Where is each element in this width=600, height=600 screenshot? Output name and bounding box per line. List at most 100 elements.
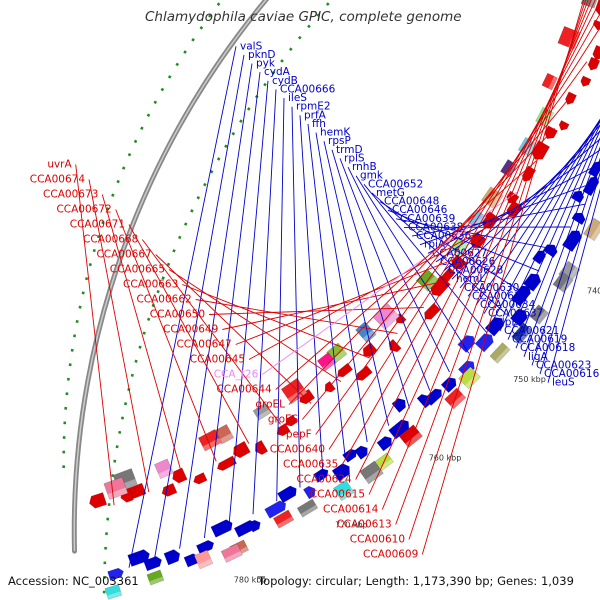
- label-leader-line: [115, 209, 217, 462]
- label-leader-line: [539, 171, 600, 375]
- outer-feature-box: [489, 342, 511, 364]
- gene-label: CCA00613: [336, 519, 391, 531]
- label-leader-line: [288, 128, 556, 405]
- gene-label: CCA00609: [363, 549, 418, 561]
- minus-strand-labels: uvrACCA00674CCA00673CCA00672CCA00671CCA0…: [30, 0, 600, 561]
- outer-feature-box: [272, 509, 295, 529]
- label-leader-line: [248, 222, 496, 360]
- minus-strand-gene: [587, 56, 600, 71]
- label-leader-line: [203, 72, 261, 539]
- gene-label: pyk: [256, 58, 276, 70]
- minus-strand-gene: [216, 455, 237, 471]
- gene-label: CCA00640: [270, 444, 325, 456]
- label-leader-line: [315, 61, 588, 435]
- gene-label: hemK: [320, 127, 351, 139]
- label-leader-line: [101, 194, 184, 478]
- gene-label: CCA00648: [384, 196, 439, 208]
- gene-label: rnhB: [352, 161, 377, 173]
- gene-label: CCA00645: [190, 354, 245, 366]
- plus-strand-gene: [277, 485, 297, 504]
- gene-label: uvrA: [47, 159, 72, 171]
- label-leader-line: [141, 239, 281, 425]
- genome-backbone-highlight: [73, 0, 267, 552]
- gene-label: pknD: [248, 49, 276, 61]
- label-leader-line: [323, 141, 390, 426]
- minus-strand-gene: [172, 467, 188, 484]
- minus-strand-gene: [362, 342, 378, 358]
- gene-label: CCA00667: [96, 249, 151, 261]
- gene-label: CCA00650: [150, 309, 205, 321]
- gene-label: CCA00649: [163, 324, 218, 336]
- plus-strand-gene: [457, 335, 476, 353]
- label-leader-line: [547, 188, 600, 383]
- gene-label: CCA00646: [392, 204, 448, 216]
- gene-label: CCA00674: [30, 174, 86, 186]
- minus-strand-gene: [89, 492, 108, 509]
- plus-strand-gene: [210, 519, 233, 538]
- feature-tracks: [89, 0, 600, 600]
- gene-label: CCA00624: [296, 474, 352, 486]
- plus-strand-gene: [107, 567, 124, 581]
- minus-strand-gene: [276, 422, 291, 437]
- label-leader-line: [499, 124, 600, 332]
- gene-label: CCA_t26: [214, 369, 259, 381]
- minus-strand-gene: [193, 472, 208, 485]
- outer-feature-box: [193, 549, 214, 570]
- gene-label: rplS: [344, 152, 365, 164]
- tick-label: 740 kbp: [587, 287, 600, 296]
- plus-strand-gene: [440, 377, 457, 393]
- label-leader-line: [276, 98, 285, 502]
- label-leader-line: [421, 0, 585, 555]
- gene-label: CCA00638: [408, 221, 463, 233]
- minus-strand-gene: [161, 482, 178, 497]
- label-leader-line: [331, 149, 410, 409]
- gene-label: CCA00672: [56, 204, 111, 216]
- label-leader-line: [154, 54, 245, 559]
- gene-label: prfA: [304, 109, 327, 121]
- gene-label: CCA00615: [310, 489, 365, 501]
- label-leader-line: [507, 129, 600, 340]
- accession-text: Accession: NC_003361: [8, 574, 139, 588]
- minus-strand-gene: [565, 91, 577, 105]
- plus-strand-gene: [416, 393, 431, 409]
- label-leader-line: [155, 254, 312, 404]
- gene-label: ileS: [288, 92, 307, 104]
- plus-strand-gene: [233, 519, 256, 538]
- gene-label: CCA00619: [512, 334, 567, 346]
- gene-label: CCA00665: [110, 264, 165, 276]
- gene-label: CCA00663: [123, 279, 178, 291]
- plus-strand-gene: [342, 448, 357, 463]
- inner-feature-box: [580, 0, 599, 9]
- gene-label: CCA00633: [472, 290, 527, 302]
- gene-label: CCA00639: [400, 213, 455, 225]
- label-leader-line: [315, 132, 368, 443]
- plus-strand-labels: valSpknDpykcydAcydBCCA00666ileSrpmE2prfA…: [128, 40, 600, 568]
- label-leader-line: [235, 251, 474, 345]
- label-leader-line: [88, 179, 150, 493]
- inner-feature-box: [103, 476, 129, 500]
- label-leader-line: [395, 0, 589, 525]
- gene-label: CCA00673: [43, 189, 98, 201]
- label-leader-line: [363, 184, 488, 334]
- label-leader-line: [252, 89, 277, 515]
- gene-label: CCA00662: [136, 294, 191, 306]
- gene-label: CCA00616: [544, 368, 600, 380]
- minus-strand-gene: [255, 439, 269, 455]
- label-leader-line: [208, 306, 424, 315]
- gene-label: leuS: [552, 377, 575, 389]
- gene-label: clpB: [496, 316, 519, 328]
- inner-feature-box: [316, 352, 337, 372]
- minus-strand-gene: [594, 0, 600, 16]
- outer-feature-box: [333, 479, 355, 502]
- plus-strand-gene: [303, 485, 316, 500]
- gene-label: rpsP: [328, 135, 351, 147]
- gene-label: valS: [240, 40, 263, 52]
- minus-strand-gene: [285, 414, 298, 427]
- plus-strand-gene: [163, 549, 181, 566]
- tick-label: 750 kbp: [513, 375, 546, 384]
- label-leader-line: [75, 164, 115, 506]
- plus-strand-gene: [354, 445, 368, 460]
- gene-label: CCA00644: [216, 384, 272, 396]
